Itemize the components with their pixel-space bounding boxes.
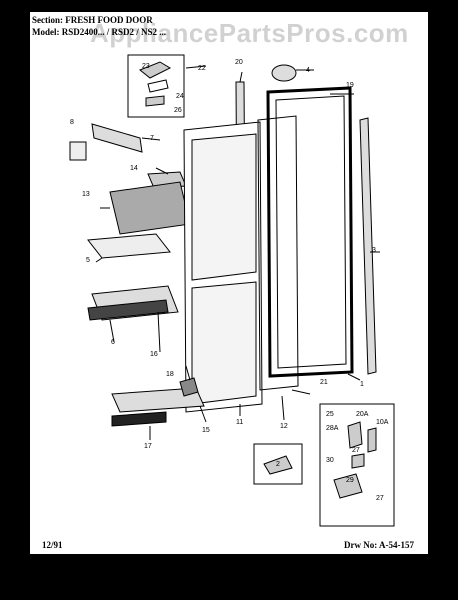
callout-15: 15 — [202, 427, 210, 434]
part-5-egg-tray — [87, 233, 171, 259]
part-4-cap — [271, 64, 297, 82]
callout-24: 24 — [176, 93, 184, 100]
leader-16 — [157, 311, 161, 353]
callout-2: 2 — [276, 461, 280, 468]
leader-14 — [155, 167, 169, 175]
callout-17: 17 — [144, 443, 152, 450]
callout-labels: 23 22 24 26 20 4 19 8 7 14 13 5 6 16 3 1… — [70, 59, 389, 502]
callout-12: 12 — [280, 423, 288, 430]
callout-16: 16 — [150, 351, 158, 358]
hinge-part-10a — [367, 427, 377, 453]
hinge-part-28a — [347, 421, 363, 449]
leader-15 — [199, 405, 207, 423]
callout-7: 7 — [150, 135, 154, 142]
model-text: RSD2400... / RSD2 / NS2 ... — [61, 27, 167, 37]
callout-28a: 28A — [326, 425, 339, 432]
part-15-handle — [111, 387, 205, 413]
part-19-door-panel — [275, 95, 347, 369]
model-prefix: Model: — [32, 27, 60, 37]
callout-30: 30 — [326, 457, 334, 464]
callout-1: 1 — [360, 381, 364, 388]
part-3-side-trim — [359, 117, 377, 375]
callout-20a: 20A — [356, 411, 369, 418]
callout-5: 5 — [86, 257, 90, 264]
section-line: Section: FRESH FOOD DOOR — [32, 15, 153, 25]
leader-7 — [141, 137, 161, 141]
leader-22 — [185, 65, 207, 69]
part-13-dairy-door — [109, 181, 191, 235]
hinge-part-29 — [333, 473, 363, 499]
inset-box-shelf-clip — [127, 54, 185, 118]
liner-upper-well — [191, 133, 257, 281]
callout-22: 22 — [198, 65, 206, 72]
callout-27b: 27 — [376, 495, 384, 502]
callout-14: 14 — [130, 165, 138, 172]
callout-6: 6 — [111, 339, 115, 346]
model-line: Model: RSD2400... / RSD2 / NS2 ... — [32, 27, 166, 37]
callout-29: 29 — [346, 477, 354, 484]
part-1-gasket — [266, 86, 354, 378]
leader-1 — [347, 373, 361, 381]
callout-3: 3 — [372, 247, 376, 254]
leader-12 — [281, 395, 285, 421]
callout-4: 4 — [306, 67, 310, 74]
leader-18 — [185, 365, 191, 381]
footer-date: 12/91 — [42, 540, 63, 550]
footer-drawing-number: Drw No: A-54-157 — [344, 540, 414, 550]
callout-27: 27 — [352, 447, 360, 454]
callout-10a: 10A — [376, 419, 389, 426]
parts-diagram-sheet: AppliancePartsPros.com Section: FRESH FO… — [30, 12, 428, 554]
callout-25: 25 — [326, 411, 334, 418]
part-7-bracket — [91, 123, 143, 153]
callout-23: 23 — [142, 63, 150, 70]
callout-18: 18 — [166, 371, 174, 378]
part-12-breaker — [257, 115, 299, 391]
leader-6 — [109, 319, 115, 343]
inset-box-part-2 — [253, 443, 303, 485]
hinge-part-30 — [351, 453, 365, 469]
callout-20: 20 — [235, 59, 243, 66]
leader-21 — [291, 389, 311, 395]
clip-part-26 — [145, 95, 165, 107]
callout-26: 26 — [174, 107, 182, 114]
callout-13: 13 — [82, 191, 90, 198]
exploded-view-drawing: 23 22 24 26 20 4 19 8 7 14 13 5 6 16 3 1… — [69, 54, 395, 527]
section-title: FRESH FOOD DOOR — [65, 15, 153, 25]
shelf-clip-part — [139, 61, 172, 79]
leader-20 — [239, 71, 243, 83]
clip-part-24 — [147, 79, 169, 93]
callout-21: 21 — [320, 379, 328, 386]
section-prefix: Section: — [32, 15, 63, 25]
watermark: AppliancePartsPros.com — [90, 18, 409, 48]
part-8-small — [69, 141, 87, 161]
callout-8: 8 — [70, 119, 74, 126]
part-2-hinge — [263, 455, 293, 475]
leader-5 — [95, 257, 103, 263]
callout-11: 11 — [236, 419, 243, 426]
inset-box-hinge-parts — [319, 403, 395, 527]
liner-lower-well — [191, 281, 257, 405]
part-16-bin-trim — [87, 299, 169, 321]
part-17 — [111, 411, 167, 427]
callout-19: 19 — [346, 82, 354, 89]
